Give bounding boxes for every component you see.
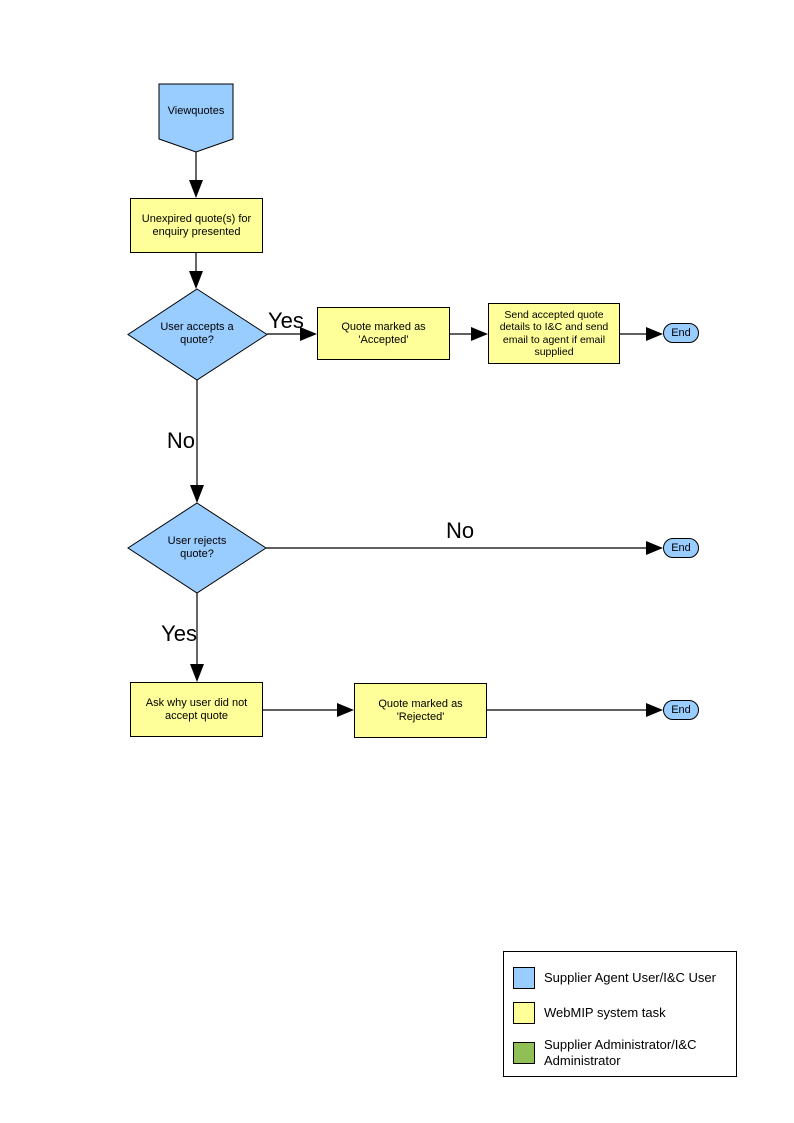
legend-label: Supplier Agent User/I&C User: [544, 970, 716, 985]
legend-item-supplier-agent: Supplier Agent User/I&C User: [513, 967, 734, 989]
process-box-quote-rejected: Quote marked as 'Rejected': [354, 683, 487, 738]
arrow-accepts-no-to-rejects: [190, 380, 204, 503]
decision-user-rejects-label: User rejects quote?: [167, 535, 227, 560]
end-node-reject-no: End: [663, 538, 699, 558]
process-box-ask-why: Ask why user did not accept quote: [130, 682, 263, 737]
legend-label: WebMIP system task: [544, 1005, 666, 1020]
legend: Supplier Agent User/I&C User WebMIP syst…: [503, 951, 737, 1077]
legend-swatch-blue: [513, 967, 535, 989]
end-node-reject-yes: End: [663, 700, 699, 720]
edge-label-rejects-no: No: [446, 518, 475, 543]
arrow-start-to-unexpired: [189, 152, 203, 198]
end-node-accept: End: [663, 323, 699, 343]
legend-item-supplier-admin: Supplier Administrator/I&C Administrator: [513, 1037, 734, 1069]
arrow-rejects-yes-to-ask-why: [190, 593, 204, 682]
start-pentagon-shape: [158, 83, 234, 153]
process-box-quote-accepted: Quote marked as 'Accepted': [317, 307, 450, 360]
legend-item-webmip-task: WebMIP system task: [513, 1002, 734, 1024]
process-box-send-details: Send accepted quote details to I&C and s…: [488, 303, 620, 364]
edge-label-accepts-yes: Yes: [268, 308, 304, 333]
legend-label: Supplier Administrator/I&C Administrator: [544, 1037, 697, 1068]
arrow-send-details-to-end: [620, 327, 663, 341]
edge-label-rejects-yes: Yes: [161, 621, 197, 646]
legend-swatch-green: [513, 1042, 535, 1064]
decision-user-accepts-label: User accepts a quote?: [160, 321, 234, 346]
edge-label-accepts-no: No: [166, 428, 195, 453]
arrow-accepted-to-send-details: [450, 327, 488, 341]
arrow-accepts-yes-to-accepted: [267, 327, 317, 341]
arrow-ask-why-to-rejected: [263, 703, 354, 717]
process-box-unexpired-quotes: Unexpired quote(s) for enquiry presented: [130, 198, 263, 253]
legend-swatch-yellow: [513, 1002, 535, 1024]
arrow-rejected-to-end: [487, 703, 663, 717]
start-node-viewquotes: Viewquotes: [167, 105, 225, 117]
arrow-unexpired-to-accepts: [189, 253, 203, 289]
arrow-rejects-no-to-end: [266, 541, 663, 555]
